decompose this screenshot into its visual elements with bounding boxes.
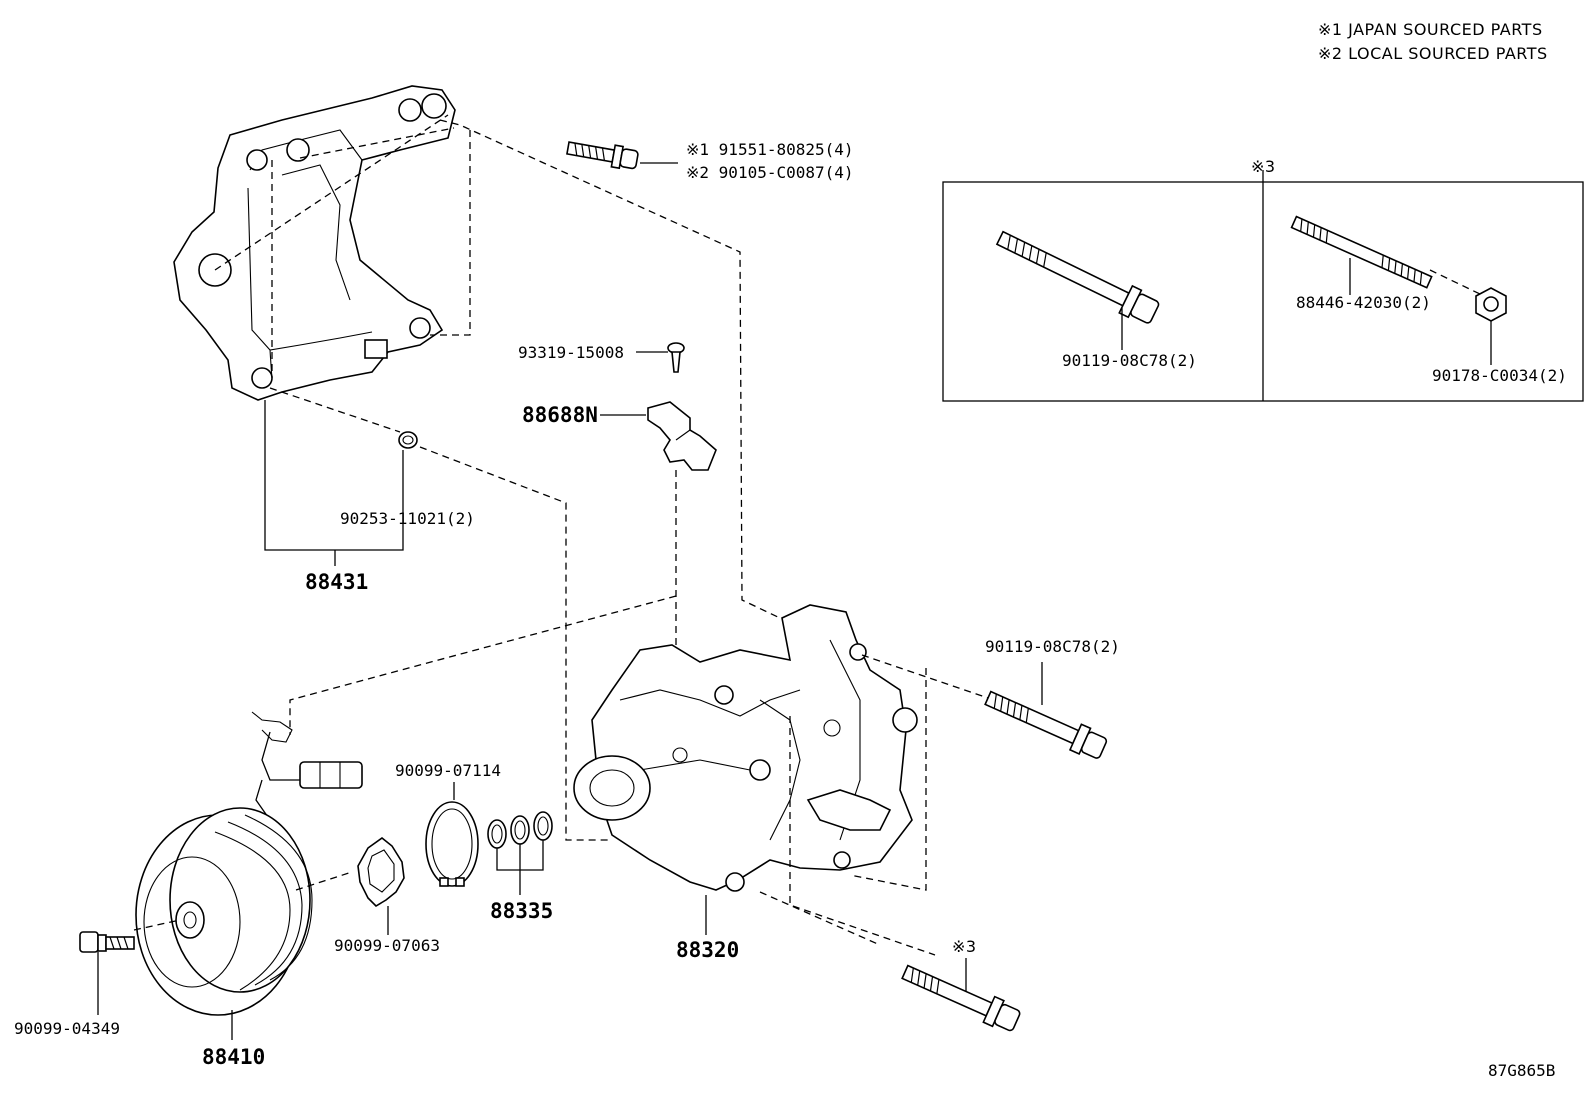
label-dowel-pin: 90253-11021(2) — [340, 509, 475, 528]
magnetic-clutch-icon — [135, 807, 313, 1016]
label-compressor: 88320 — [676, 938, 739, 962]
shim-set-icon — [487, 811, 553, 849]
bracket-bolt-icon — [566, 141, 639, 170]
inset-bolt-icon — [995, 230, 1160, 324]
label-snap-ring-small: 90099-07063 — [334, 936, 440, 955]
note-local-sourced: ※2 LOCAL SOURCED PARTS — [1318, 44, 1548, 63]
label-bracket-bolt-jp: ※1 91551-80825(4) — [686, 140, 854, 159]
label-clutch-bolt: 90099-04349 — [14, 1019, 120, 1038]
note-japan-sourced: ※1 JAPAN SOURCED PARTS — [1318, 20, 1543, 39]
inset-stud-icon — [1290, 215, 1433, 289]
inset-box-option3: ※3 90119-08C78(2) 88446-42030(2) 90178-C… — [942, 157, 1584, 402]
snap-ring-large-icon — [425, 801, 479, 887]
label-snap-ring-large: 90099-07114 — [395, 761, 501, 780]
label-clutch: 88410 — [202, 1045, 265, 1069]
snap-ring-small-icon — [357, 836, 405, 908]
dowel-pin-icon — [398, 431, 418, 449]
inset-nut-icon — [1475, 287, 1507, 322]
compressor-bracket-icon — [173, 85, 456, 401]
label-screw: 93319-15008 — [518, 343, 624, 362]
lower-bolt-icon — [901, 964, 1021, 1032]
label-bracket-bolt-local: ※2 90105-C0087(4) — [686, 163, 854, 182]
compressor-icon — [573, 604, 918, 892]
inset-bolt-label: 90119-08C78(2) — [1062, 351, 1197, 370]
label-lower-bolt-marker: ※3 — [952, 937, 977, 956]
screw-icon — [667, 342, 685, 373]
clutch-bolt-icon — [79, 931, 135, 953]
label-mount-bolt: 90119-08C78(2) — [985, 637, 1120, 656]
inset-stud-label: 88446-42030(2) — [1296, 293, 1431, 312]
clutch-connector-icon — [251, 711, 363, 835]
mount-bolt-icon — [984, 690, 1108, 759]
label-clip: 88688N — [522, 403, 598, 427]
clip-icon — [647, 401, 717, 471]
diagram-code: 87G865B — [1488, 1061, 1555, 1080]
label-shim-set: 88335 — [490, 899, 553, 923]
inset-marker: ※3 — [1251, 157, 1276, 176]
label-bracket: 88431 — [305, 570, 368, 594]
inset-nut-label: 90178-C0034(2) — [1432, 366, 1567, 385]
